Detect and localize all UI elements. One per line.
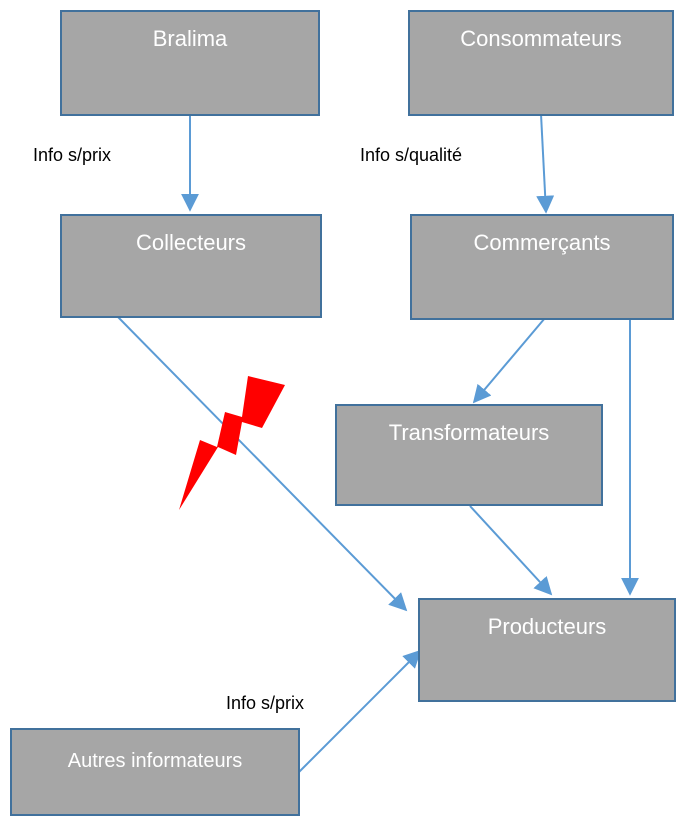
arrow-autres-to-producteurs — [297, 649, 422, 774]
label-info-prix-top: Info s/prix — [33, 145, 112, 165]
arrow-commercants-to-transformateurs — [472, 317, 546, 404]
node-consommateurs: Consommateurs — [408, 10, 674, 116]
arrow-consommateurs-to-commercants — [536, 113, 555, 214]
node-consommateurs-label: Consommateurs — [460, 26, 622, 51]
node-bralima-label: Bralima — [152, 26, 228, 51]
node-producteurs: Producteurs — [418, 598, 676, 702]
node-bralima: Bralima — [60, 10, 320, 116]
node-autres-informateurs: Autres informateurs — [10, 728, 300, 816]
node-producteurs-label: Producteurs — [487, 614, 607, 639]
label-info-prix-bottom: Info s/prix — [226, 693, 305, 713]
lightning-bolt-icon — [179, 376, 285, 510]
arrow-transformateurs-to-producteurs — [469, 505, 553, 596]
node-commercants-label: Commerçants — [473, 230, 611, 255]
node-collecteurs: Collecteurs — [60, 214, 322, 318]
node-autres-informateurs-label: Autres informateurs — [67, 750, 243, 772]
node-transformateurs-label: Transformateurs — [388, 420, 550, 445]
node-transformateurs: Transformateurs — [335, 404, 603, 506]
node-commercants: Commerçants — [410, 214, 674, 320]
arrow-collecteurs-to-producteurs — [117, 316, 408, 612]
node-collecteurs-label: Collecteurs — [135, 230, 247, 255]
label-info-qualite: Info s/qualité — [360, 145, 463, 165]
